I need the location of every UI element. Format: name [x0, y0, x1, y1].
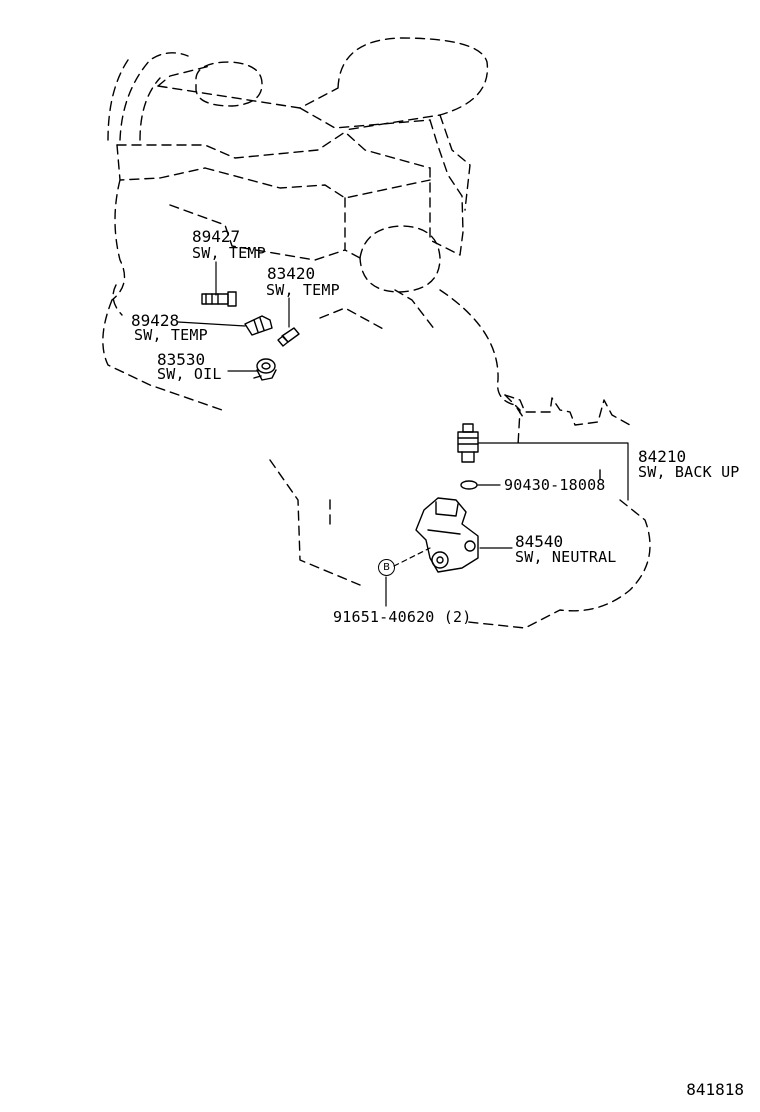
callout-dash	[393, 547, 431, 567]
part-89428-icon	[244, 315, 273, 336]
part-name-83420: SW, TEMP	[266, 281, 340, 299]
part-number-84540: 84540	[515, 532, 564, 551]
part-90430-icon	[460, 480, 478, 490]
part-number-83420: 83420	[267, 264, 316, 283]
leader-lines	[177, 261, 629, 607]
part-number-83530: 83530	[157, 350, 206, 369]
part-name-89427: SW, TEMP	[192, 244, 266, 262]
part-name-83530: SW, OIL	[157, 365, 222, 383]
part-84210-icon	[457, 423, 479, 463]
part-83420-icon	[277, 327, 300, 347]
figure-number: 841818	[686, 1080, 744, 1099]
part-number-91651: 91651-40620 (2)	[333, 608, 472, 626]
part-number-89428: 89428	[131, 311, 180, 330]
part-name-84540: SW, NEUTRAL	[515, 548, 617, 566]
part-name-84210: SW, BACK UP	[638, 463, 740, 481]
part-name-89428: SW, TEMP	[134, 326, 208, 344]
part-number-84210: 84210	[638, 447, 687, 466]
part-number-90430: 90430-18008	[504, 476, 606, 494]
part-83530-icon	[253, 358, 277, 381]
part-number-89427: 89427	[192, 227, 241, 246]
engine-outline	[102, 37, 651, 629]
callout-marker: B	[378, 559, 395, 576]
part-84540-icon	[415, 497, 479, 573]
part-89427-icon	[201, 291, 237, 307]
